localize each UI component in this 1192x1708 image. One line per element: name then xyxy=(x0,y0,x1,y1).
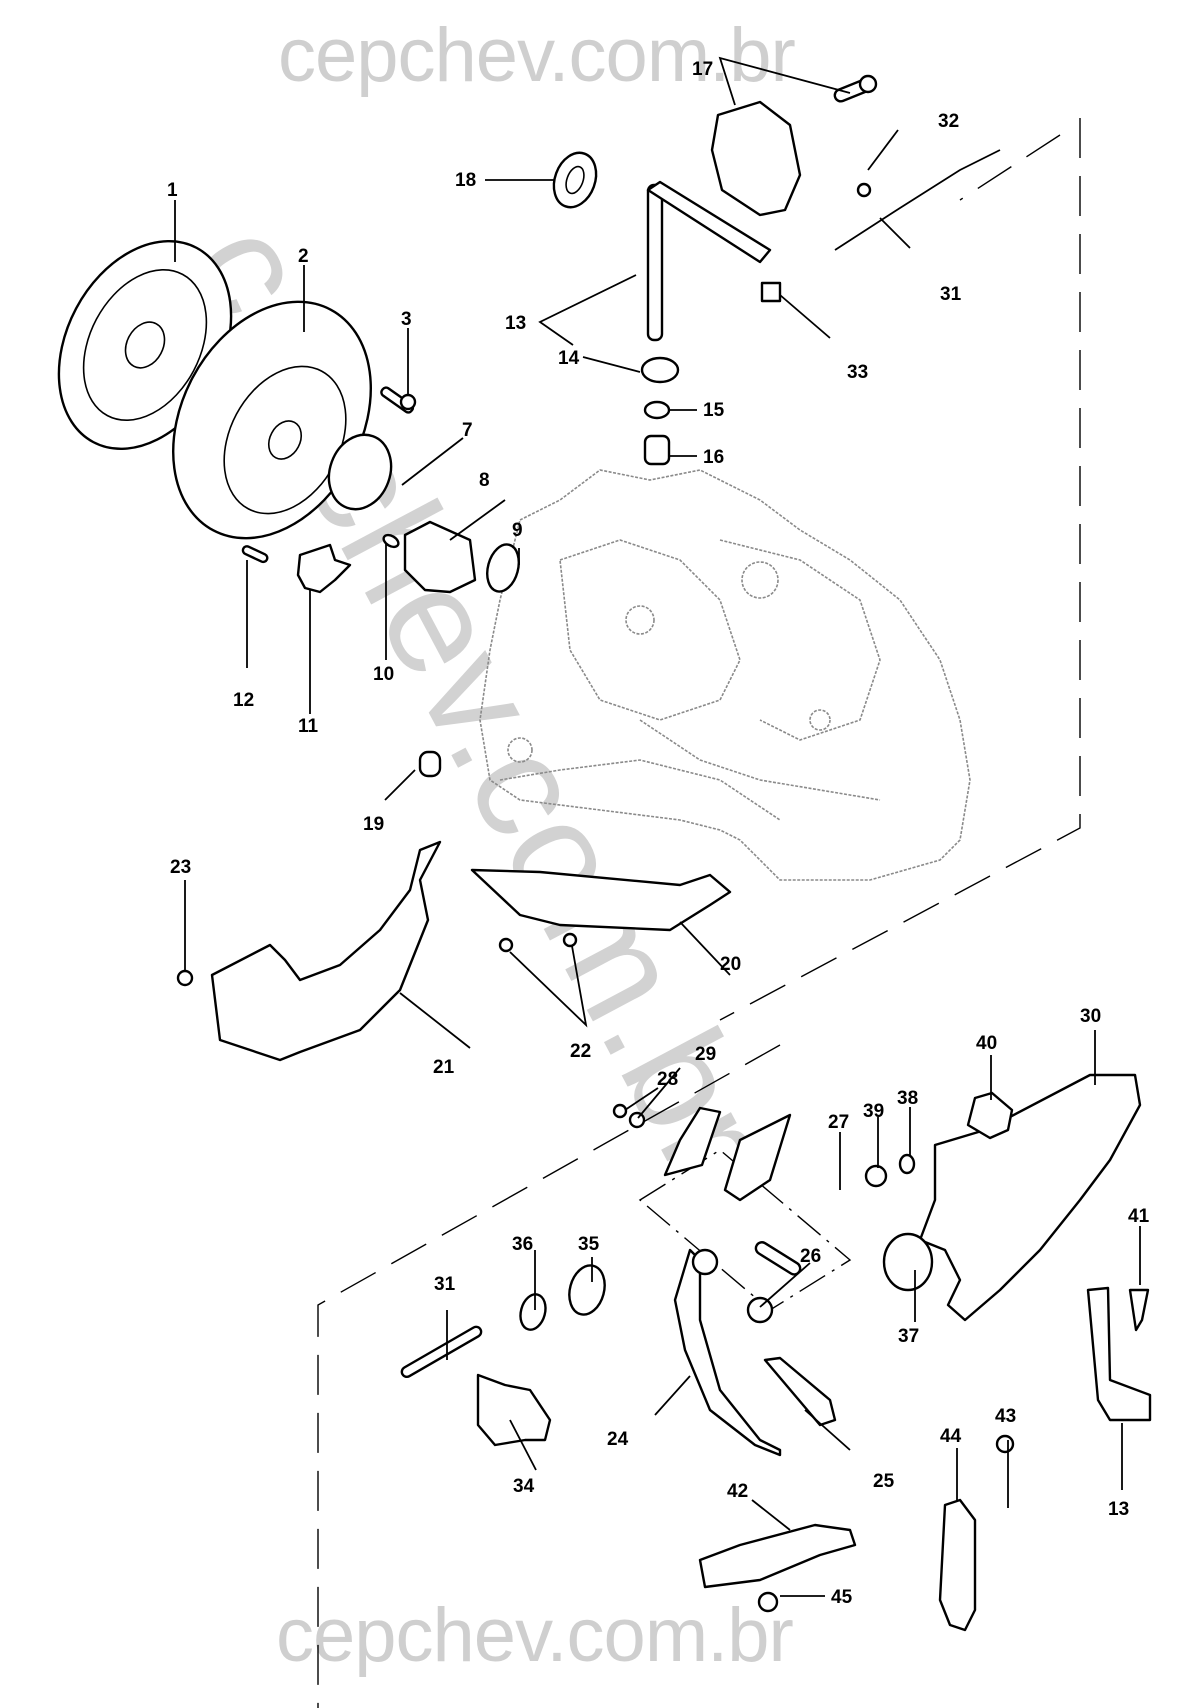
callout-41: 41 xyxy=(1128,1206,1150,1227)
callout-14: 14 xyxy=(558,348,580,369)
callout-11: 11 xyxy=(298,716,319,737)
bracket-44 xyxy=(938,1498,977,1632)
bolt-45 xyxy=(757,1591,779,1613)
callout-15: 15 xyxy=(703,400,725,421)
clip-32 xyxy=(856,182,872,198)
callout-26: 26 xyxy=(800,1246,821,1267)
watermark-top: cepchev.com.br xyxy=(278,13,796,98)
callout-43: 43 xyxy=(995,1406,1016,1427)
callout-12: 12 xyxy=(233,690,254,711)
bolt-22b xyxy=(562,932,578,948)
return-spring xyxy=(746,1296,774,1324)
leader-lines xyxy=(174,56,1141,1597)
callout-22: 22 xyxy=(570,1041,591,1062)
watermark-bottom: cepchev.com.br xyxy=(276,1593,794,1678)
release-bearing xyxy=(327,433,393,511)
callout-35: 35 xyxy=(578,1234,600,1255)
release-lever-shaft xyxy=(646,180,772,342)
callout-38: 38 xyxy=(897,1088,918,1109)
callout-20: 20 xyxy=(720,954,741,975)
bracket-34 xyxy=(476,1373,552,1447)
bracket-13-lower xyxy=(1086,1286,1152,1422)
callout-13-lower: 13 xyxy=(1108,1499,1129,1520)
callout-23: 23 xyxy=(170,857,191,878)
washer-35 xyxy=(568,1264,606,1316)
o-ring xyxy=(486,543,520,593)
callout-29: 29 xyxy=(695,1044,716,1065)
pivot-pin xyxy=(754,1241,802,1276)
shield-21 xyxy=(210,840,442,1062)
callout-3: 3 xyxy=(401,309,412,330)
transmission-housing xyxy=(479,469,971,881)
callout-24: 24 xyxy=(607,1429,629,1450)
bolt-43 xyxy=(995,1434,1015,1454)
bushing-19 xyxy=(418,750,442,778)
callout-31-upper: 31 xyxy=(940,284,962,305)
callout-27: 27 xyxy=(828,1112,849,1133)
callout-30: 30 xyxy=(1080,1006,1101,1027)
nut-39 xyxy=(864,1164,888,1188)
cover-plate-20 xyxy=(470,868,732,932)
bracket-plate-b xyxy=(723,1113,792,1202)
pedal-bracket-30 xyxy=(918,1073,1142,1322)
bracket-plate-a xyxy=(663,1106,722,1177)
grommet-36 xyxy=(519,1293,547,1331)
bolt-23 xyxy=(176,969,194,987)
callout-labels: 1 2 3 7 8 9 10 11 12 13 13 14 15 16 17 1… xyxy=(167,59,1150,1608)
bushing-14 xyxy=(640,356,680,384)
callout-40: 40 xyxy=(976,1033,997,1054)
clip-40 xyxy=(966,1091,1014,1140)
clip-28 xyxy=(612,1103,628,1119)
callout-2: 2 xyxy=(298,246,309,267)
pedal-hub xyxy=(691,1248,719,1276)
callout-37: 37 xyxy=(898,1326,919,1347)
pedal-pad xyxy=(763,1356,837,1427)
callout-1: 1 xyxy=(167,180,178,201)
callout-28: 28 xyxy=(657,1069,678,1090)
seal-18 xyxy=(552,151,598,209)
bracket-42 xyxy=(698,1523,857,1589)
callout-18: 18 xyxy=(455,170,476,191)
connector-33 xyxy=(760,281,782,303)
callout-31-lower: 31 xyxy=(434,1274,456,1295)
washer-38 xyxy=(898,1153,916,1175)
bushing-37 xyxy=(882,1232,934,1292)
callout-39: 39 xyxy=(863,1101,884,1122)
callout-16: 16 xyxy=(703,447,724,468)
cable-end-31 xyxy=(400,1325,483,1379)
bushing-16 xyxy=(643,434,671,466)
washer-29 xyxy=(628,1111,646,1129)
callout-32: 32 xyxy=(938,111,959,132)
release-fork xyxy=(296,543,352,594)
bolt-17 xyxy=(833,74,878,103)
bolt-3 xyxy=(380,386,417,414)
clutch-pedal xyxy=(673,1248,782,1457)
bolt-12 xyxy=(241,545,269,564)
callout-19: 19 xyxy=(363,814,384,835)
callout-17: 17 xyxy=(692,59,713,80)
callout-21: 21 xyxy=(433,1057,455,1078)
callout-13-upper: 13 xyxy=(505,313,526,334)
callout-33: 33 xyxy=(847,362,868,383)
callout-44: 44 xyxy=(940,1426,962,1447)
ring-15 xyxy=(643,400,671,420)
cable-upper xyxy=(834,149,1001,251)
guide-sleeve xyxy=(403,520,477,594)
cover-17 xyxy=(710,100,802,217)
screw-41 xyxy=(1128,1288,1150,1332)
callout-34: 34 xyxy=(513,1476,535,1497)
callout-42: 42 xyxy=(727,1481,748,1502)
callout-45: 45 xyxy=(831,1587,853,1608)
callout-25: 25 xyxy=(873,1471,895,1492)
callout-36: 36 xyxy=(512,1234,533,1255)
callout-8: 8 xyxy=(479,470,490,491)
callout-7: 7 xyxy=(462,420,473,441)
bolt-10 xyxy=(382,533,400,549)
bolt-22a xyxy=(498,937,514,953)
callout-10: 10 xyxy=(373,664,394,685)
callout-9: 9 xyxy=(512,520,523,541)
